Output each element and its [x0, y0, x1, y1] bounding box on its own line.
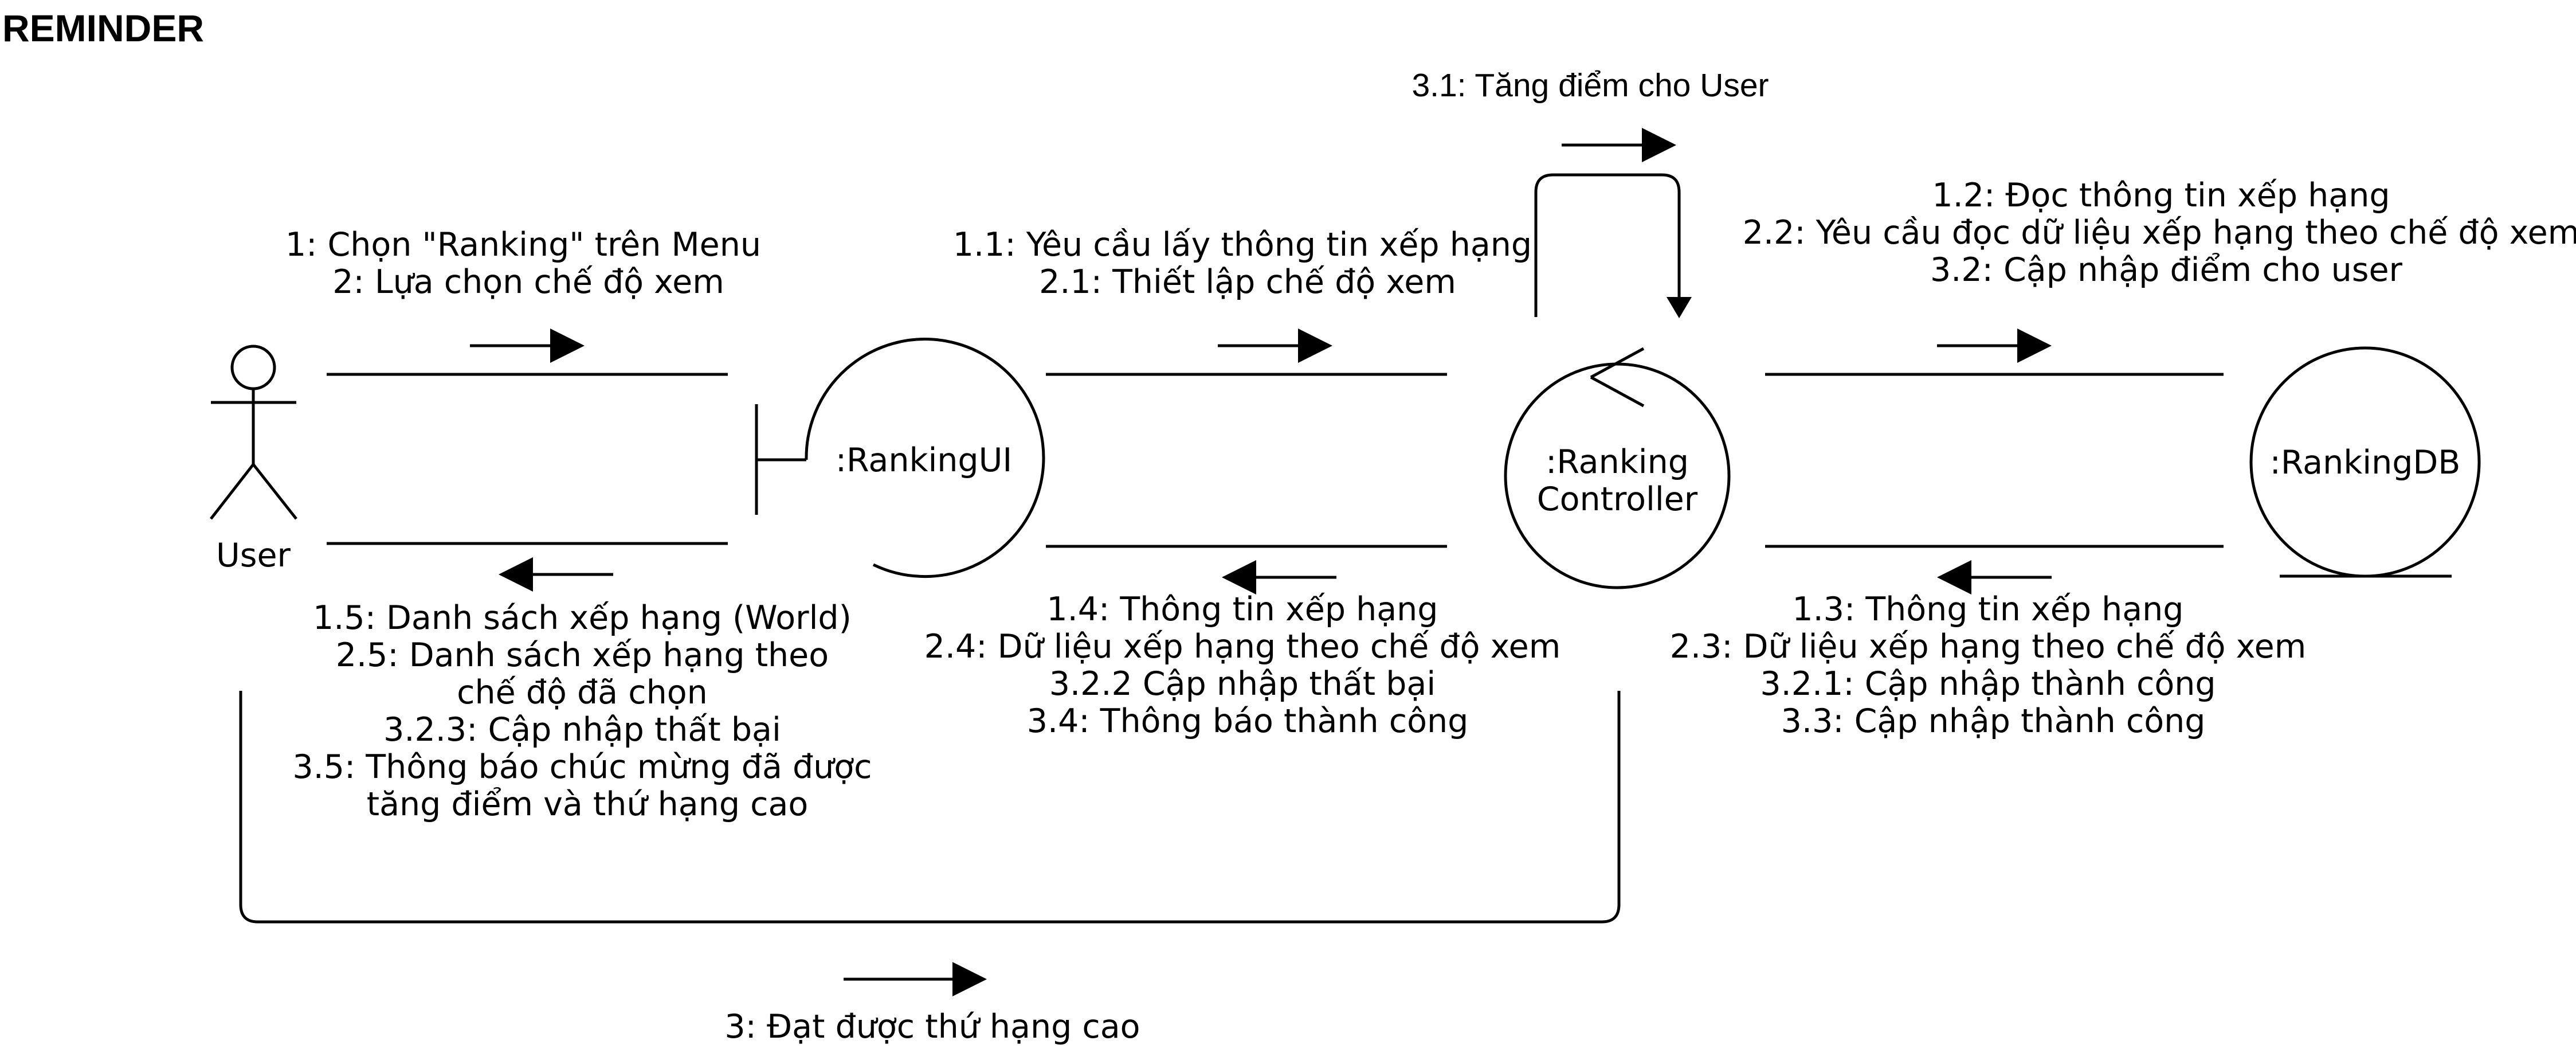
msg-controller-to-db: 1.2: Đọc thông tin xếp hạng 2.2: Yêu cầu… [1743, 177, 2576, 289]
msg-self-loop: 3.1: Tăng điểm cho User [1411, 67, 1769, 104]
msg-ui-to-controller: 1.1: Yêu cầu lấy thông tin xếp hạng 2.1:… [953, 226, 1542, 301]
arrow-user-to-ui-head [550, 328, 585, 363]
ranking-controller-label-line2: Controller [1537, 480, 1698, 518]
arrow-db-to-controller-head [1937, 560, 1971, 595]
arrow-controller-to-db-head [2017, 328, 2052, 363]
arrow-controller-to-user-head [952, 962, 987, 996]
ranking-db-entity [2249, 346, 2481, 578]
arrow-self-loop-head [1642, 128, 1676, 162]
link-controller-user-bottom [239, 691, 1621, 924]
arrow-controller-to-ui-head [1222, 560, 1256, 595]
msg-db-to-controller: 1.3: Thông tin xếp hạng 2.3: Dữ liệu xếp… [1670, 590, 2317, 740]
user-actor [210, 345, 297, 520]
msg-ui-to-user: 1.5: Danh sách xếp hạng (World) 2.5: Dan… [292, 599, 882, 823]
msg-controller-to-user: 3: Đạt được thứ hạng cao [724, 1008, 1140, 1046]
arrow-ui-to-user-head [499, 557, 533, 592]
ranking-controller-control [1504, 347, 1731, 589]
user-actor-label: User [216, 537, 291, 574]
ranking-db-label: :RankingDB [2270, 444, 2461, 482]
ranking-controller-label-line1: :Ranking [1546, 443, 1689, 481]
msg-controller-to-ui: 1.4: Thông tin xếp hạng 2.4: Dữ liệu xếp… [924, 590, 1571, 740]
controller-self-loop-head [1667, 297, 1692, 318]
diagram-title: REMINDER [2, 7, 204, 49]
msg-user-to-ui: 1: Chọn "Ranking" trên Menu 2: Lựa chọn … [285, 226, 771, 301]
ranking-ui-label: :RankingUI [836, 441, 1012, 479]
controller-self-loop [1534, 173, 1681, 317]
ranking-ui-boundary [755, 338, 1045, 578]
arrow-ui-to-controller-head [1298, 328, 1332, 363]
